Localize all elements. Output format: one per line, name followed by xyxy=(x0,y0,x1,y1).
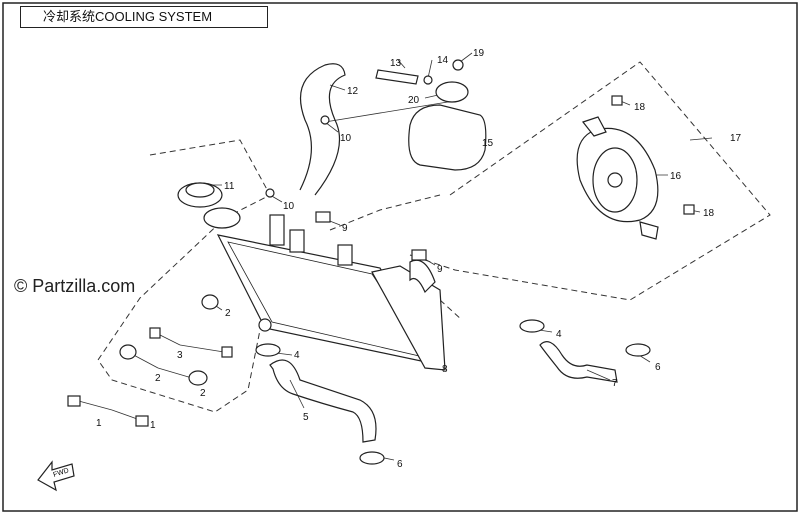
radiator-side-tank xyxy=(371,265,446,371)
forward-label: FWD xyxy=(52,467,69,479)
hose-clamps xyxy=(255,319,651,465)
clip-9a xyxy=(315,211,331,223)
watermark: © Partzilla.com xyxy=(14,276,136,296)
callout-12: 12 xyxy=(347,86,359,97)
mount-bracket-right xyxy=(337,244,353,266)
callout-2a: 2 xyxy=(225,308,231,319)
diagram-title: 冷却系统COOLING SYSTEM xyxy=(20,6,268,28)
callout-3: 3 xyxy=(177,350,183,361)
clamp-14 xyxy=(423,75,433,85)
reservoir-cap xyxy=(435,81,469,103)
cooling-fan xyxy=(576,116,659,240)
callout-15: 15 xyxy=(482,138,494,149)
callout-11: 11 xyxy=(224,181,235,192)
clamp-6-upper xyxy=(625,343,651,357)
callout-2c: 2 xyxy=(200,388,206,399)
clamp-4-upper xyxy=(255,343,281,357)
callout-19: 19 xyxy=(473,48,485,59)
bottle-link-outline xyxy=(329,194,441,231)
callout-1a: 1 xyxy=(96,418,102,429)
callout-6b: 6 xyxy=(655,362,661,373)
outlet-port xyxy=(258,318,272,332)
outer-border xyxy=(2,2,798,512)
leader-lines xyxy=(74,52,713,461)
hose-13 xyxy=(375,69,419,85)
clip-10b xyxy=(320,115,330,125)
callout-18a: 18 xyxy=(634,102,646,113)
small-hardware xyxy=(67,59,695,427)
bolt-18a xyxy=(611,95,623,106)
fan-mount-tab-bottom xyxy=(639,221,659,240)
grommet-2a xyxy=(201,294,219,310)
bushing-3b xyxy=(221,346,233,358)
assembly-outlines xyxy=(97,61,771,413)
screw-19 xyxy=(452,59,464,71)
clip-9b xyxy=(411,249,427,261)
bolt-1b xyxy=(135,415,149,427)
hose-7 xyxy=(539,341,618,383)
callout-9b: 9 xyxy=(437,264,443,275)
fan-mount-tab-top xyxy=(582,116,607,137)
callout-14: 14 xyxy=(437,55,449,66)
fan-hub xyxy=(607,172,623,188)
bolt-1a xyxy=(67,395,81,407)
clamp-6-lower xyxy=(359,451,385,465)
callout-1b: 1 xyxy=(150,420,156,431)
callout-20: 20 xyxy=(408,95,420,106)
callout-18b: 18 xyxy=(703,208,715,219)
callout-9a: 9 xyxy=(342,223,348,234)
callout-10b: 10 xyxy=(340,133,352,144)
filler-neck xyxy=(203,207,241,229)
callout-10a: 10 xyxy=(283,201,295,212)
callout-17: 17 xyxy=(730,133,742,144)
radiator-cap xyxy=(177,182,223,208)
hose-5 xyxy=(269,359,377,443)
hose-12 xyxy=(299,63,346,196)
callout-4b: 4 xyxy=(556,329,562,340)
mount-bracket-left xyxy=(269,214,285,246)
callout-2b: 2 xyxy=(155,373,161,384)
bushing-3a xyxy=(149,327,161,339)
grommet-2c xyxy=(188,370,208,386)
callout-16: 16 xyxy=(670,171,682,182)
fan-assembly-outline xyxy=(409,61,771,301)
radiator xyxy=(203,207,446,371)
coolant-reservoir xyxy=(408,81,487,171)
callout-5: 5 xyxy=(303,412,309,423)
outline-link xyxy=(439,299,463,321)
callout-13: 13 xyxy=(390,58,402,69)
clamp-4-lower xyxy=(519,319,545,333)
hoses xyxy=(269,63,618,443)
callout-7: 7 xyxy=(612,378,618,389)
bolt-18b xyxy=(683,204,695,215)
clip-10a xyxy=(265,188,275,198)
grommet-2b xyxy=(119,344,137,360)
upper-inlet-port xyxy=(409,259,436,294)
callout-labels: 1 1 2 2 2 3 4 4 5 6 6 7 8 9 9 10 10 11 1… xyxy=(96,48,742,470)
callout-4a: 4 xyxy=(294,350,300,361)
callout-8: 8 xyxy=(442,364,448,375)
forward-arrow xyxy=(37,460,75,492)
callout-6a: 6 xyxy=(397,459,403,470)
mount-bracket-mid xyxy=(289,229,305,253)
radiator-assembly-outline xyxy=(97,139,271,413)
